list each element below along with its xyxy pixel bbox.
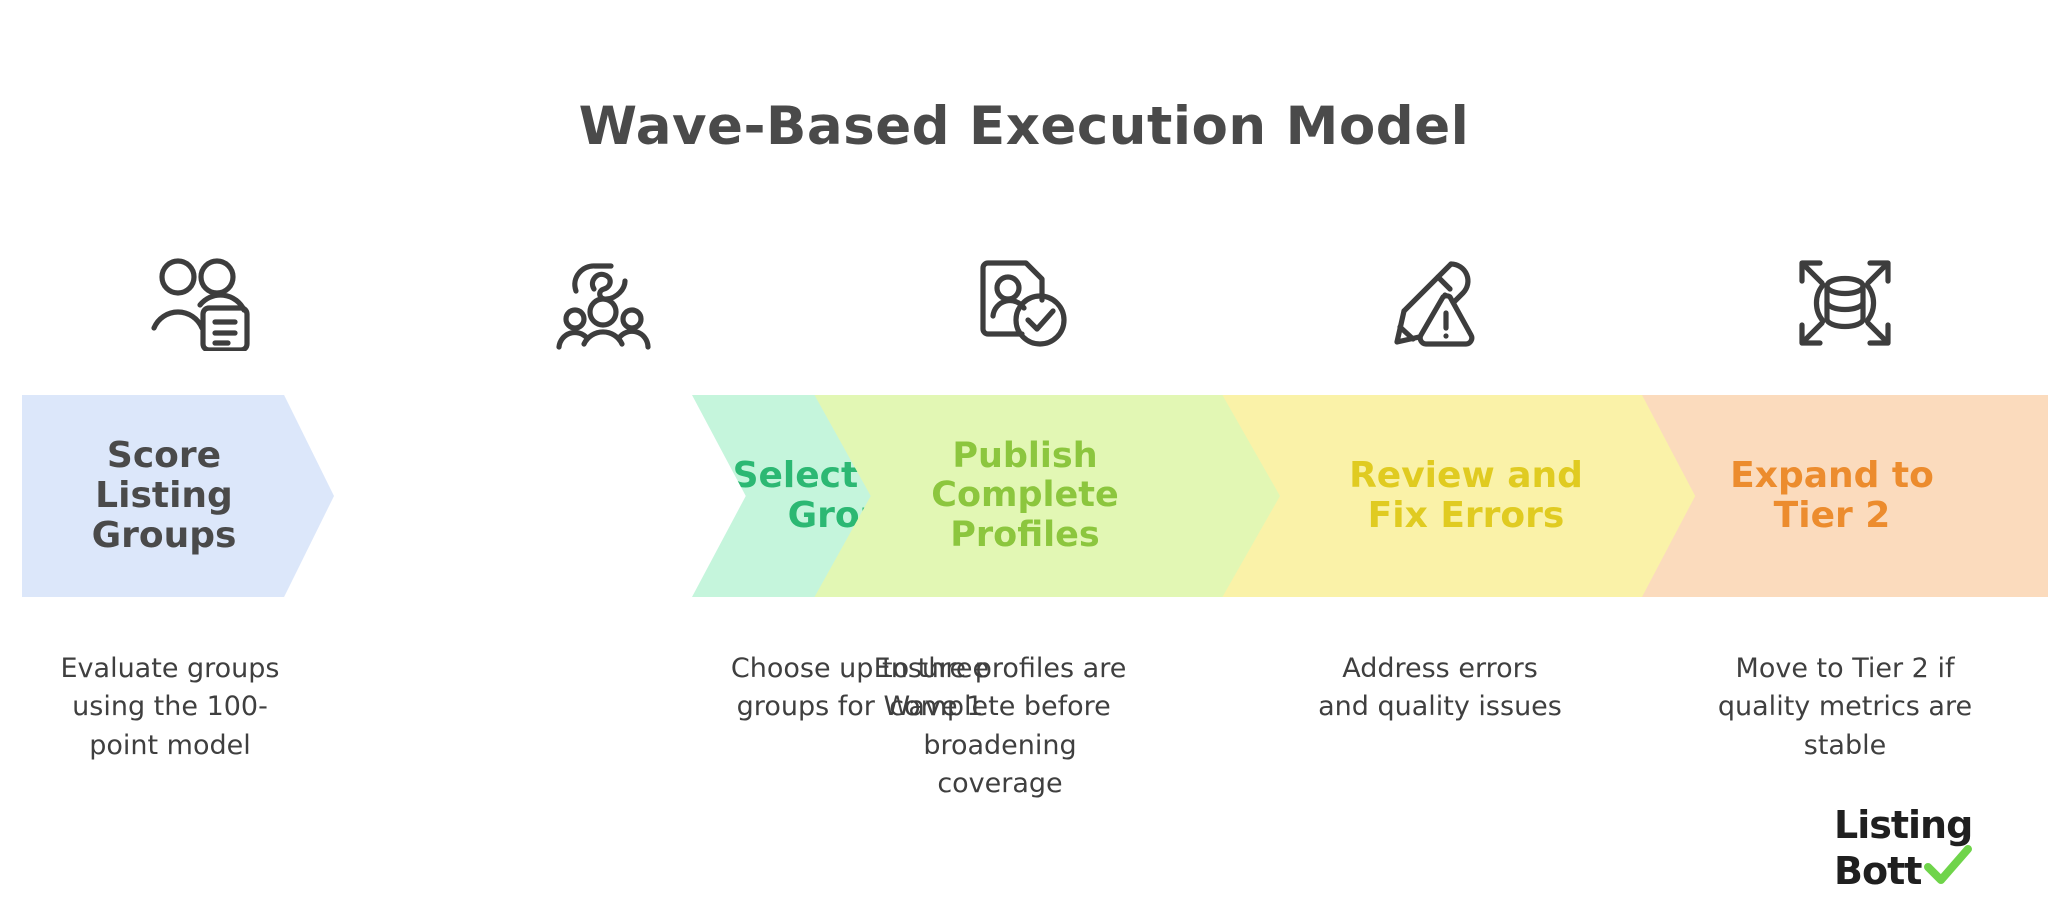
stage-5-description: Move to Tier 2 if quality metrics are st…: [1717, 653, 1973, 761]
pencil-warning-icon: [1388, 255, 1484, 351]
stage-3-icon-slot: [810, 248, 1230, 358]
stage-2-icon-slot: [400, 248, 810, 358]
brand-logo: Listing Bott: [1834, 806, 2024, 892]
database-expand-arrows-icon: [1795, 255, 1895, 351]
stage-5-label: Expand to Tier 2: [1730, 454, 1934, 536]
stage-1-icon-slot: [0, 248, 400, 358]
profile-document-check-icon: [972, 255, 1068, 351]
stage-1-label: Score Listing Groups: [91, 434, 237, 557]
stage-4-label: Review and Fix Errors: [1349, 454, 1583, 536]
group-people-waves-icon: [555, 255, 655, 351]
stage-4-description: Address errors and quality issues: [1318, 653, 1562, 723]
stage-3-label: Publish Complete Profiles: [931, 436, 1119, 555]
stage-4: Review and Fix Errors Address errors and…: [1222, 0, 1760, 902]
logo-text-listing: Listing: [1834, 803, 1973, 847]
page-title: Wave-Based Execution Model: [578, 96, 1470, 157]
stage-1-description: Evaluate groups using the 100- point mod…: [60, 653, 280, 761]
stage-5-chevron[interactable]: Expand to Tier 2: [1642, 395, 2048, 597]
stage-3: Publish Complete Profiles Ensure profile…: [810, 0, 1362, 902]
two-people-document-icon: [148, 255, 252, 351]
stage-5-icon-slot: [1642, 248, 2048, 358]
stage-3-description: Ensure profiles are complete before broa…: [873, 653, 1127, 799]
stage-1: Score Listing Groups Evaluate groups usi…: [0, 0, 400, 902]
stage-5: Expand to Tier 2 Move to Tier 2 if quali…: [1642, 0, 2048, 902]
stage-2-description: Choose up to three groups for Wave 1: [730, 653, 990, 723]
logo-text-bott: Bott: [1834, 849, 1922, 893]
stage-2: Select Tier 1 Groups Choose up to three …: [400, 0, 1028, 902]
checkmark-icon: [1923, 844, 1973, 890]
stage-1-chevron[interactable]: Score Listing Groups: [22, 395, 334, 597]
stage-4-icon-slot: [1230, 248, 1642, 358]
